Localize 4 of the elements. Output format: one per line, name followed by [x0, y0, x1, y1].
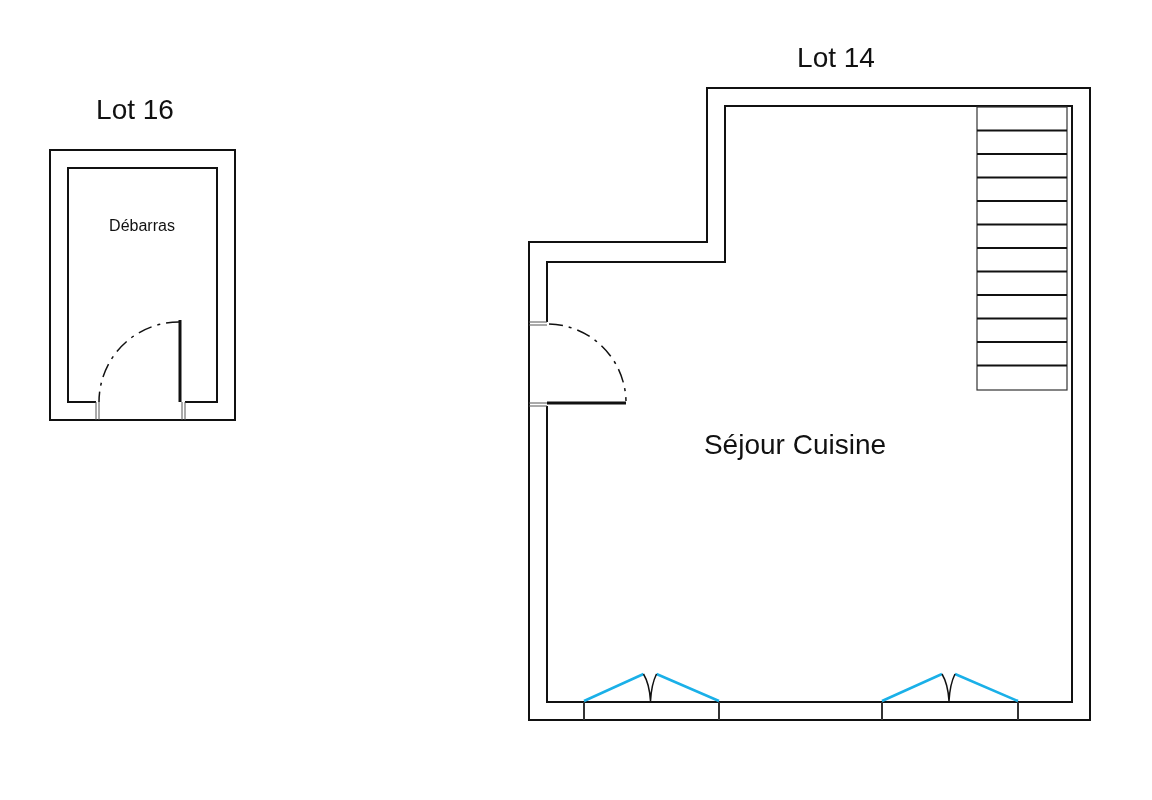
- room-name: Séjour Cuisine: [703, 429, 887, 461]
- lot-title: Lot 16: [96, 94, 174, 126]
- lot-title: Lot 14: [797, 42, 875, 74]
- room-name: Débarras: [109, 217, 175, 235]
